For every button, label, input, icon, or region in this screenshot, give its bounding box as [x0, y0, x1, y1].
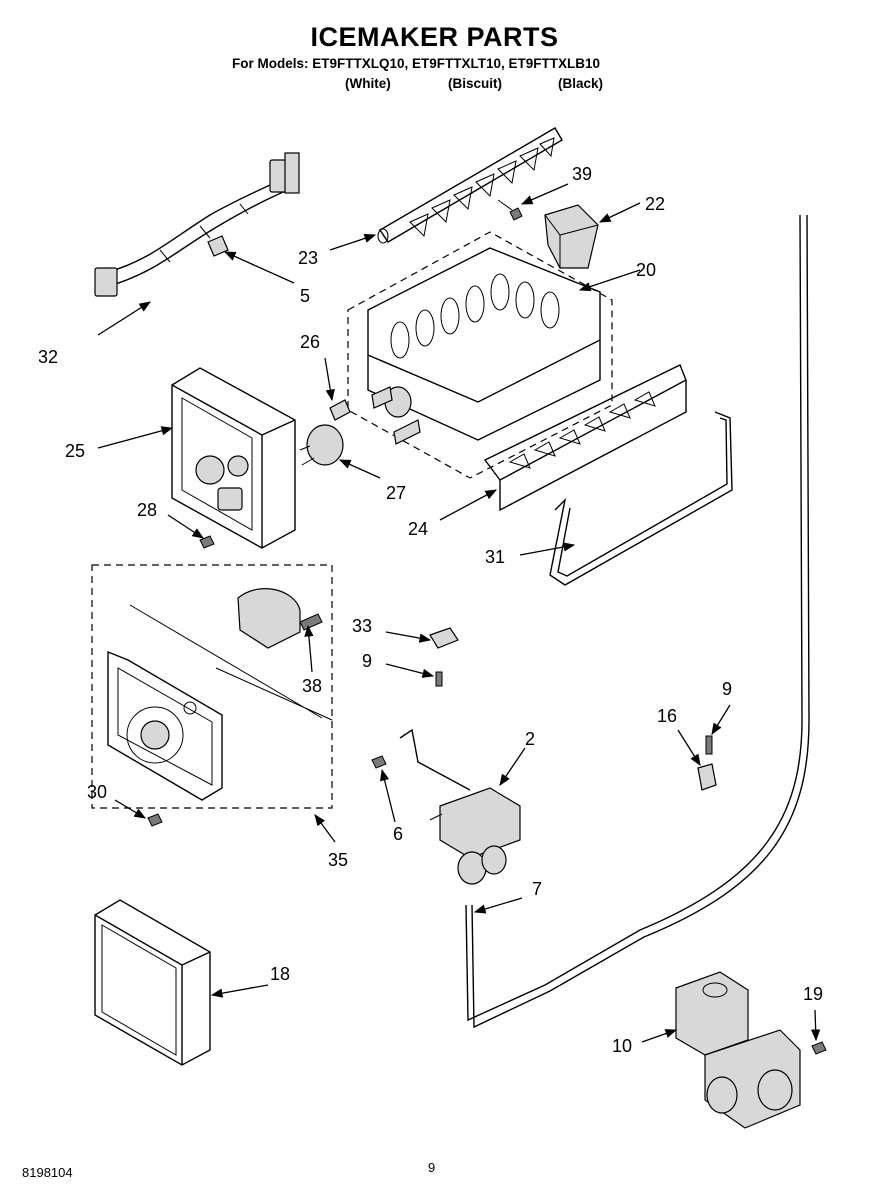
screw-part-30 — [147, 813, 163, 827]
color-white-label: (White) — [345, 76, 391, 91]
callout-20: 20 — [636, 260, 656, 280]
wire-harness-part — [94, 152, 300, 297]
callout-35: 35 — [328, 850, 348, 870]
page-title: ICEMAKER PARTS — [310, 22, 559, 52]
screw-part-9-b — [705, 735, 713, 755]
callout-5: 5 — [300, 286, 310, 306]
thermostat-part — [329, 399, 351, 421]
callout-28: 28 — [137, 500, 157, 520]
models-line: For Models: ET9FTTXLQ10, ET9FTTXLT10, ET… — [232, 56, 601, 71]
screw-part-6 — [371, 755, 387, 769]
callout-27: 27 — [386, 483, 406, 503]
callout-26: 26 — [300, 332, 320, 352]
color-black-label: (Black) — [558, 76, 604, 91]
water-valve-part-10 — [675, 971, 801, 1129]
callout-31: 31 — [485, 547, 505, 567]
callout-32: 32 — [38, 347, 58, 367]
callout-19: 19 — [803, 984, 823, 1004]
control-module-group — [91, 564, 333, 809]
callout-23: 23 — [298, 248, 318, 268]
callout-25: 25 — [65, 441, 85, 461]
leader-lines — [97, 183, 821, 1043]
callout-10: 10 — [612, 1036, 632, 1056]
color-biscuit-label: (Biscuit) — [448, 76, 502, 91]
page-number: 9 — [428, 1160, 436, 1175]
ejector-part — [377, 127, 563, 244]
callout-16: 16 — [657, 706, 677, 726]
callout-9-upper: 9 — [362, 651, 372, 671]
callout-39: 39 — [572, 164, 592, 184]
callout-2: 2 — [525, 729, 535, 749]
foam-block-part — [94, 899, 211, 1066]
callout-9-right: 9 — [722, 679, 732, 699]
callout-38: 38 — [302, 676, 322, 696]
screw-part-19 — [811, 1041, 827, 1055]
heater-part-27 — [299, 424, 344, 466]
document-number: 8198104 — [22, 1165, 73, 1180]
callout-30: 30 — [87, 782, 107, 802]
shutoff-arm-part — [549, 411, 733, 586]
inlet-valve-part-2 — [399, 728, 521, 885]
callout-18: 18 — [270, 964, 290, 984]
water-tube — [465, 214, 810, 1029]
callout-33: 33 — [352, 616, 372, 636]
callout-labels: 32 5 23 39 22 20 26 27 25 28 24 31 33 9 … — [38, 164, 823, 1056]
callout-22: 22 — [645, 194, 665, 214]
callout-24: 24 — [408, 519, 428, 539]
clamp-part-16 — [697, 763, 717, 791]
callout-7: 7 — [532, 879, 542, 899]
screw-part-9-a — [435, 671, 443, 687]
callout-6: 6 — [393, 824, 403, 844]
icemaker-mold-part — [347, 231, 613, 479]
control-housing-part — [171, 367, 296, 549]
screw-part-39 — [497, 199, 523, 221]
bracket-part-22 — [544, 204, 599, 269]
screw-part-28 — [199, 535, 215, 549]
clamp-part-33 — [429, 627, 459, 649]
clip-part-5 — [207, 235, 229, 257]
stripper-part — [483, 364, 687, 512]
